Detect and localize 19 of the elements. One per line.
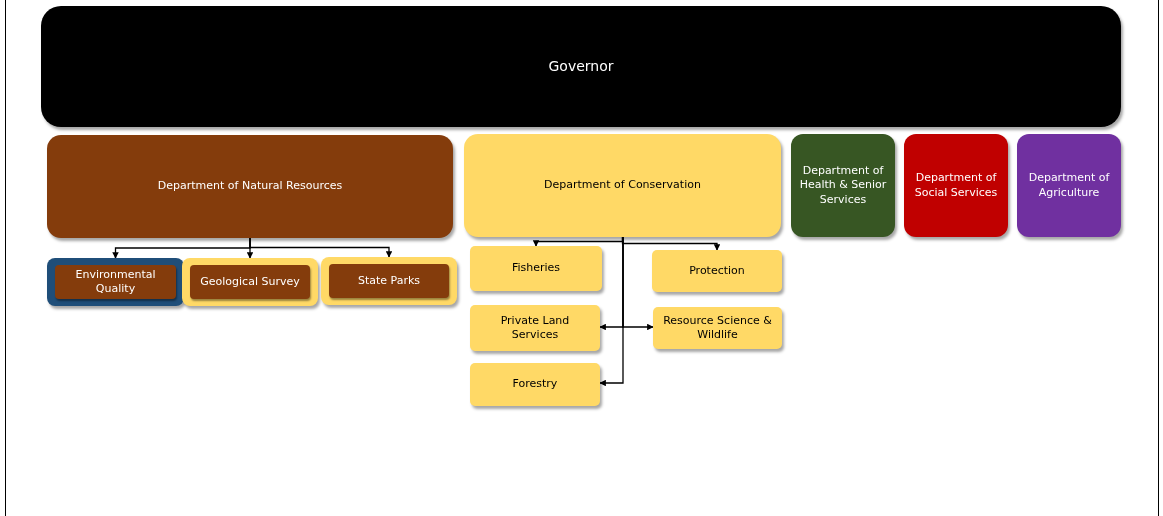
connector-arrow [599, 236, 624, 387]
unit-frame [321, 257, 457, 305]
unit-box: Fisheries [470, 246, 602, 291]
unit-box: Resource Science & Wildlife [653, 307, 782, 349]
unit-label: Environmental Quality [55, 265, 176, 299]
unit-box: Protection [652, 250, 782, 292]
connector-arrow [249, 237, 393, 258]
department-box: Department of Conservation [464, 134, 781, 237]
unit-frame [182, 258, 318, 306]
unit-label: Geological Survey [190, 265, 310, 299]
department-box: Department of Agriculture [1017, 134, 1121, 237]
top-box: Governor [41, 6, 1121, 127]
unit-label: State Parks [329, 264, 449, 298]
unit-frame [47, 258, 184, 306]
unit-box: Forestry [470, 363, 600, 406]
department-box: Department of Natural Resources [47, 135, 453, 238]
department-box: Department of Social Services [904, 134, 1008, 237]
department-box: Department of Health & Senior Services [791, 134, 895, 237]
unit-box: Private Land Services [470, 305, 600, 351]
